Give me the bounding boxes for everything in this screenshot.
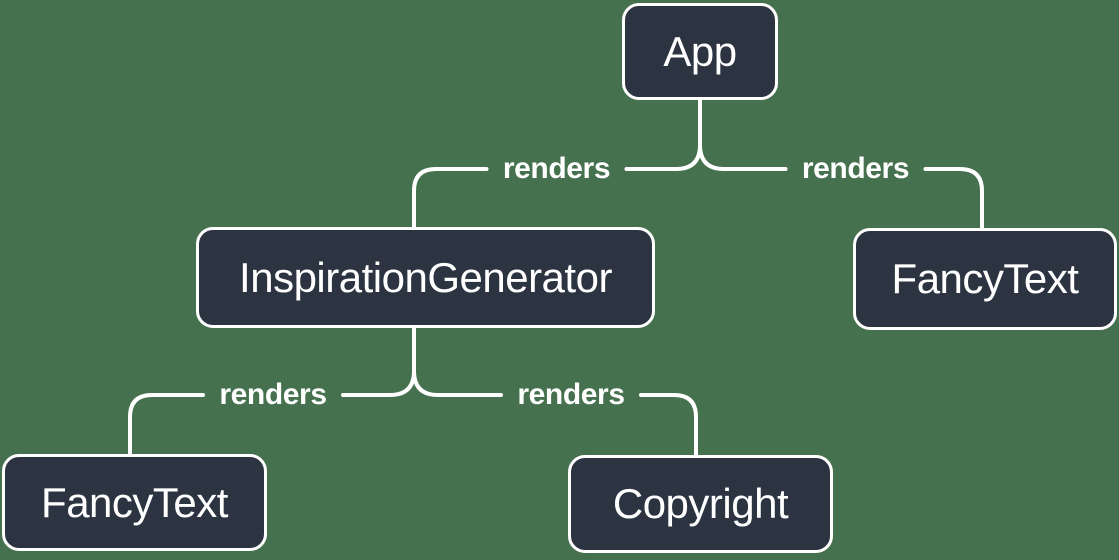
edge-app-fancy-text-segment-2 xyxy=(923,167,984,230)
edge-label-renders-app-inspiration-generator: renders xyxy=(502,152,611,185)
node-inspiration-generator-label: InspirationGenerator xyxy=(239,253,612,301)
edge-label-renders-app-fancy-text: renders xyxy=(801,152,910,185)
node-copyright-label: Copyright xyxy=(612,480,789,527)
node-app-label: App xyxy=(663,27,737,75)
node-copyright: Copyright xyxy=(568,455,833,553)
node-fancy-text-top-label: FancyText xyxy=(891,255,1079,302)
edge-label-renders-inspiration-generator-copyright: renders xyxy=(517,378,625,411)
edge-inspiration-generator-copyright-segment-1 xyxy=(412,326,503,397)
edge-app-inspiration-generator-segment-2 xyxy=(412,167,489,229)
node-fancy-text-bottom: FancyText xyxy=(2,454,267,551)
edge-app-fancy-text-segment-1 xyxy=(698,98,788,171)
edge-inspiration-generator-fancy-text-segment-1 xyxy=(341,326,416,397)
edge-inspiration-generator-copyright-segment-2 xyxy=(639,393,698,457)
edge-inspiration-generator-fancy-text-segment-2 xyxy=(128,393,205,456)
edge-label-renders-inspiration-generator-fancy-text: renders xyxy=(219,378,327,411)
node-fancy-text-top: FancyText xyxy=(853,228,1117,330)
node-inspiration-generator: InspirationGenerator xyxy=(196,227,655,328)
node-app: App xyxy=(622,3,778,100)
node-fancy-text-bottom-label: FancyText xyxy=(41,478,228,526)
edge-app-inspiration-generator-segment-1 xyxy=(624,98,702,171)
